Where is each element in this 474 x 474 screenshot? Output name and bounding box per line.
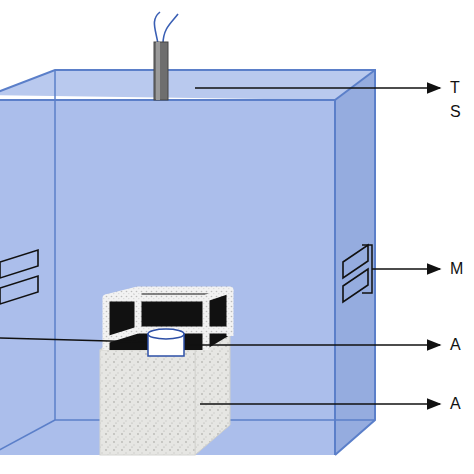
leader-line [200, 403, 440, 405]
stone-block [100, 350, 195, 455]
leader-line [186, 344, 440, 346]
chamber-front [0, 100, 335, 455]
magnet [0, 250, 38, 278]
part-label: A [450, 392, 464, 416]
bracket-leader [362, 245, 440, 293]
chamber-right [335, 70, 375, 455]
leader-line [195, 87, 440, 89]
chamber-top [0, 70, 375, 100]
sensor-wire [154, 12, 178, 44]
part-label: M [450, 257, 464, 281]
temperature-sensor [154, 42, 168, 100]
magnet [343, 269, 368, 302]
magnet [0, 276, 38, 304]
part-label: A [450, 333, 464, 357]
part-label: T S [450, 76, 464, 124]
magnet [343, 245, 368, 278]
leader-line [0, 338, 146, 342]
